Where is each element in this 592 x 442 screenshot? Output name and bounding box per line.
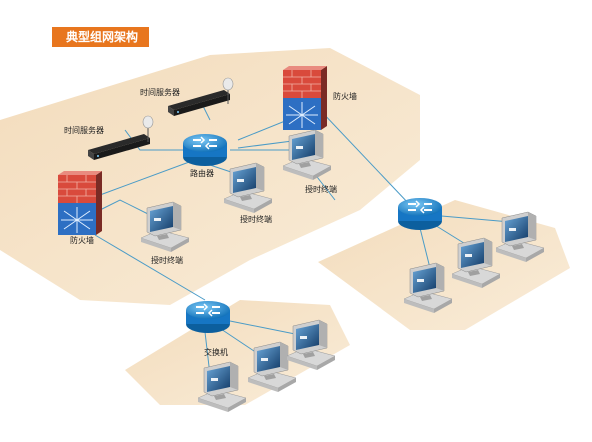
time-server-lower-label: 时间服务器 <box>64 126 104 135</box>
diagram-title: 典型组网架构 <box>52 27 149 47</box>
router-label: 路由器 <box>190 169 214 178</box>
firewall-left-icon <box>57 170 103 236</box>
time-server-upper-label: 时间服务器 <box>140 88 180 97</box>
firewall-left-label: 防火墙 <box>70 236 94 245</box>
switch-label: 交换机 <box>204 348 228 357</box>
terminal-mid-b-label: 授时终端 <box>305 185 337 194</box>
firewall-top-label: 防火墙 <box>333 92 357 101</box>
terminal-mid-a-label: 授时终端 <box>240 215 272 224</box>
switch-icon <box>185 300 231 334</box>
terminal-left-label: 授时终端 <box>151 256 183 265</box>
branch-router-icon <box>397 197 443 231</box>
firewall-top-icon <box>282 65 328 131</box>
router-icon <box>182 133 228 167</box>
